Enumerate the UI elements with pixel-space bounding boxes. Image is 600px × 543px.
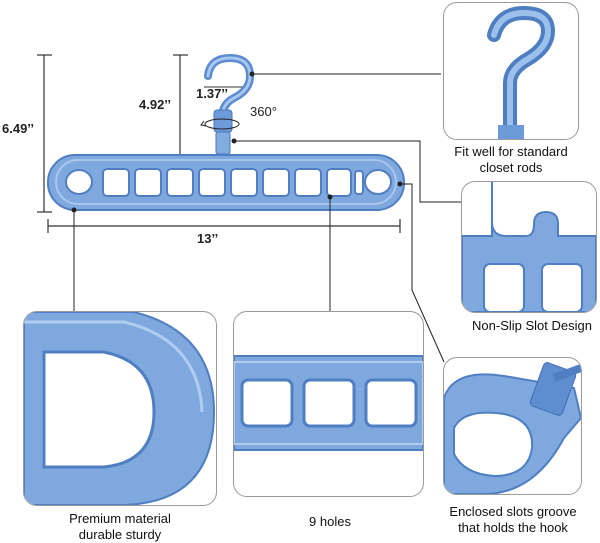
rotation-label: 360°: [250, 104, 277, 119]
material-callout-text: Premium material durable sturdy: [69, 511, 171, 542]
overall-height-label: 6.49’’: [2, 121, 35, 136]
callout-connectors: [73, 73, 462, 363]
length-dimension-line: [47, 219, 401, 233]
material-closeup-box: [23, 311, 217, 506]
material-closeup-image: [24, 312, 216, 505]
height-dimension-line: [37, 54, 52, 213]
length-label: 13’’: [197, 231, 219, 246]
holes-closeup-box: [233, 311, 424, 497]
holes-callout-text: 9 holes: [309, 514, 351, 529]
groove-closeup-box: [443, 357, 582, 495]
groove-callout-text: Enclosed slots groove that holds the hoo…: [449, 504, 577, 535]
holes-closeup-image: [234, 355, 423, 451]
slot-closeup-box: [461, 181, 597, 313]
slot-closeup-image: [462, 182, 596, 312]
hook-closeup-image: [487, 5, 556, 139]
hook-closeup-box: [443, 2, 579, 140]
groove-closeup-image: [444, 362, 581, 494]
slot-callout-text: Non-Slip Slot Design: [472, 318, 592, 333]
hook-width-label: 1.37’’: [196, 86, 229, 101]
hook-callout-text: Fit well for standard closet rods: [454, 144, 568, 175]
hook-height-dimension-line: [173, 54, 188, 156]
hook-height-label: 4.92’’: [139, 97, 172, 112]
hanger-body: [47, 154, 405, 211]
hanger-hook: [200, 53, 255, 155]
